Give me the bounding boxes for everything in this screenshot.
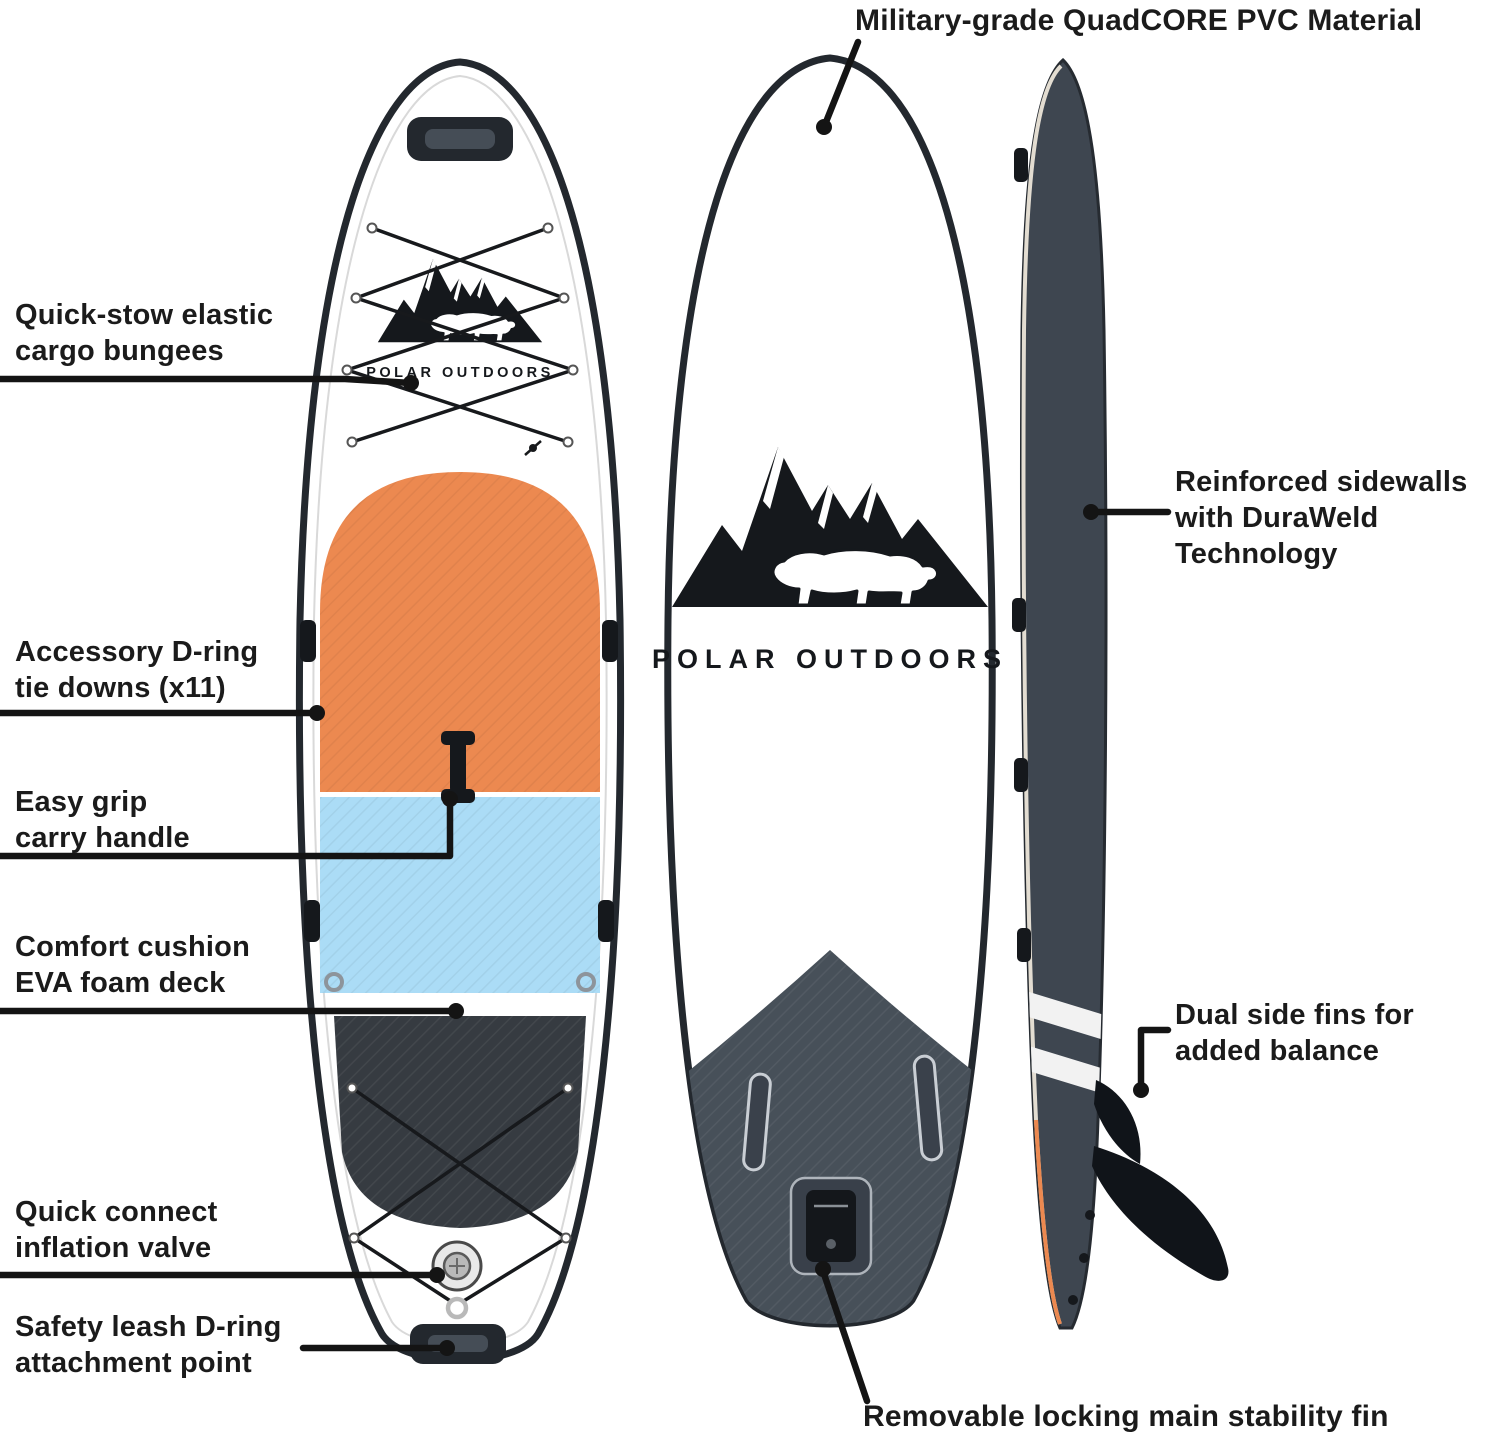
board-side-outline bbox=[1020, 57, 1108, 1330]
nose-handle bbox=[407, 117, 513, 161]
line-material bbox=[820, 38, 862, 131]
callout-sidewalls: Reinforced sidewalls with DuraWeld Techn… bbox=[1175, 466, 1468, 570]
dring-patches bbox=[300, 620, 618, 942]
callout-inflation-valve: Quick connect inflation valve bbox=[15, 1196, 218, 1264]
callout-cargo-bungees: Quick-stow elastic cargo bungees bbox=[15, 299, 274, 367]
callout-dring-tiedowns: Accessory D-ring tie downs (x11) bbox=[15, 636, 259, 704]
side-fin-bases bbox=[742, 1054, 944, 1172]
callout-main-fin: Removable locking main stability fin bbox=[863, 1400, 1389, 1433]
logo-wordmark-small: POLAR OUTDOORS bbox=[366, 365, 554, 381]
side-fin-small bbox=[1094, 1080, 1141, 1164]
side-rail-orange bbox=[1034, 1119, 1062, 1325]
tail-bungee bbox=[346, 1082, 574, 1304]
line-sidefins bbox=[1137, 1026, 1172, 1092]
main-stability-fin bbox=[1092, 1146, 1229, 1281]
leash-dring bbox=[445, 1296, 469, 1320]
side-strap-tabs bbox=[1012, 148, 1031, 962]
callout-carry-handle: Easy grip carry handle bbox=[15, 786, 190, 854]
inflation-valve bbox=[431, 1240, 483, 1292]
line-handle bbox=[0, 795, 454, 860]
line-mainfin bbox=[819, 1267, 871, 1405]
callout-eva-foam-deck: Comfort cushion EVA foam deck bbox=[15, 931, 250, 999]
tail-handle bbox=[410, 1324, 506, 1364]
board-bottom-view: POLAR OUTDOORS bbox=[652, 54, 1008, 1328]
board-top-view: POLAR OUTDOORS bbox=[295, 58, 625, 1364]
main-fin-box bbox=[789, 1176, 873, 1276]
callout-side-fins: Dual side fins for added balance bbox=[1175, 999, 1414, 1067]
board-side-view bbox=[1012, 57, 1229, 1330]
logo-wordmark: POLAR OUTDOORS bbox=[652, 644, 1008, 674]
callout-leash-dring: Safety leash D-ring attachment point bbox=[15, 1311, 282, 1379]
line-bungees bbox=[0, 375, 415, 387]
callout-lines bbox=[0, 38, 1172, 1405]
side-tail-drings bbox=[1068, 1210, 1095, 1305]
callout-dots bbox=[309, 119, 1149, 1356]
drings bbox=[324, 972, 596, 992]
callout-material: Military-grade QuadCORE PVC Material bbox=[855, 4, 1423, 37]
cargo-bungees bbox=[341, 222, 579, 456]
